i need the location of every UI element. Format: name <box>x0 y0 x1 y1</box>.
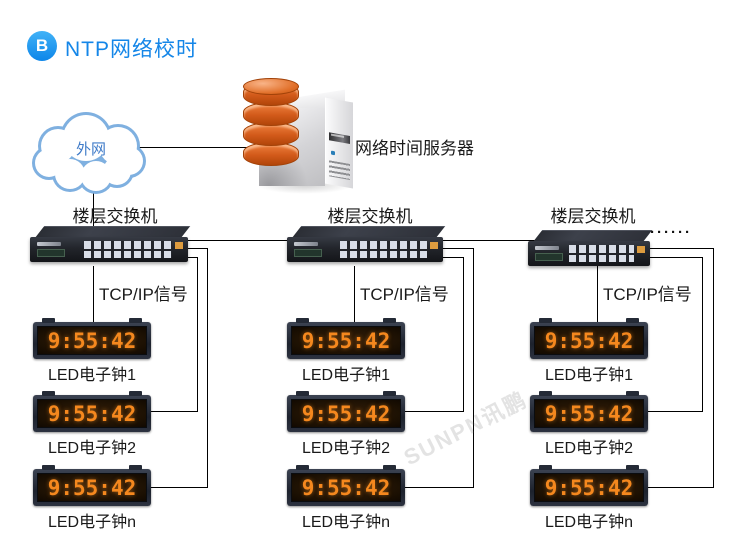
switch-display <box>535 253 563 261</box>
switch-ports <box>569 245 634 262</box>
connector-line-switch2-switch3 <box>428 240 543 241</box>
led-clock: 9:55:42 <box>33 318 151 359</box>
switch-uplink-port <box>430 242 438 249</box>
connector-line-switch1-switch2 <box>170 240 300 241</box>
connector-line <box>150 411 198 412</box>
connector-line-cloud-switch1 <box>93 190 94 232</box>
server-front-panel <box>325 97 353 189</box>
ntp-server-icon <box>243 78 363 198</box>
connector-line <box>93 266 94 323</box>
switch-logo <box>294 242 318 246</box>
clock-time-display: 9:55:42 <box>544 328 634 353</box>
tcpip-signal-label-1: TCP/IP信号 <box>97 280 190 305</box>
led-clock: 9:55:42 <box>287 465 405 506</box>
connector-line <box>463 257 464 412</box>
led-clock: 9:55:42 <box>530 318 648 359</box>
server-power-led <box>331 150 335 156</box>
led-clock: 9:55:42 <box>287 391 405 432</box>
led-clock-label: LED电子钟1 <box>301 367 391 384</box>
clock-time-display: 9:55:42 <box>47 401 137 426</box>
led-clock-label: LED电子钟2 <box>544 440 634 457</box>
floor-switch-2-icon <box>287 226 446 266</box>
switch-ports <box>83 241 172 258</box>
connector-line <box>647 411 703 412</box>
switch-ports <box>340 241 427 258</box>
led-clock-label: LED电子钟1 <box>544 367 634 384</box>
led-clock: 9:55:42 <box>287 318 405 359</box>
connector-line <box>404 411 464 412</box>
connector-line <box>430 257 464 258</box>
section-title: NTP网络校时 <box>65 38 198 61</box>
server-drive-bay <box>329 132 350 144</box>
floor-switch-3-icon <box>528 230 653 270</box>
connector-line <box>647 487 714 488</box>
led-clock-label: LED电子钟2 <box>301 440 391 457</box>
connector-line <box>197 257 198 412</box>
external-network-label: 外网 <box>75 141 106 158</box>
floor-switch-1-label: 楼层交换机 <box>72 207 158 226</box>
floor-switch-3-label: 楼层交换机 <box>550 207 636 226</box>
brand-watermark: SUNPN讯鹏 <box>399 386 532 471</box>
switch-uplink-port <box>637 246 645 253</box>
led-clock: 9:55:42 <box>33 391 151 432</box>
connector-line <box>170 248 208 249</box>
ntp-server-label: 网络时间服务器 <box>355 139 474 158</box>
tcpip-signal-label-3: TCP/IP信号 <box>601 280 694 305</box>
switch-uplink-port <box>175 242 183 249</box>
floor-switch-1-icon <box>30 226 191 266</box>
tcpip-signal-label-2: TCP/IP信号 <box>358 280 451 305</box>
led-clock-label: LED电子钟n <box>47 514 137 531</box>
connector-line <box>207 248 208 488</box>
connector-line <box>150 487 208 488</box>
external-network-cloud-icon: 外网 <box>32 112 148 196</box>
switch-display <box>37 249 65 257</box>
clock-time-display: 9:55:42 <box>301 401 391 426</box>
section-badge: B <box>27 31 57 61</box>
led-clock-label: LED电子钟1 <box>47 367 137 384</box>
clock-time-display: 9:55:42 <box>544 475 634 500</box>
switch-display <box>294 249 322 257</box>
clock-time-display: 9:55:42 <box>301 328 391 353</box>
led-clock-label: LED电子钟n <box>544 514 634 531</box>
switch-logo <box>37 242 61 246</box>
database-stack-icon <box>243 78 299 172</box>
connector-line <box>640 257 703 258</box>
led-clock-label: LED电子钟2 <box>47 440 137 457</box>
connector-line <box>640 248 714 249</box>
led-clock: 9:55:42 <box>530 391 648 432</box>
led-clock: 9:55:42 <box>530 465 648 506</box>
floor-switch-2-label: 楼层交换机 <box>327 207 413 226</box>
more-switches-ellipsis: ······ <box>650 224 692 241</box>
clock-time-display: 9:55:42 <box>544 401 634 426</box>
switch-logo <box>535 246 559 250</box>
connector-line <box>404 487 474 488</box>
connector-line <box>354 266 355 323</box>
connector-line-cloud-server <box>135 147 259 148</box>
connector-line <box>597 266 598 323</box>
led-clock-label: LED电子钟n <box>301 514 391 531</box>
server-vents <box>329 160 350 180</box>
clock-time-display: 9:55:42 <box>301 475 391 500</box>
clock-time-display: 9:55:42 <box>47 328 137 353</box>
clock-time-display: 9:55:42 <box>47 475 137 500</box>
connector-line <box>430 248 474 249</box>
led-clock: 9:55:42 <box>33 465 151 506</box>
connector-line <box>713 248 714 488</box>
connector-line <box>473 248 474 488</box>
connector-line <box>702 257 703 412</box>
